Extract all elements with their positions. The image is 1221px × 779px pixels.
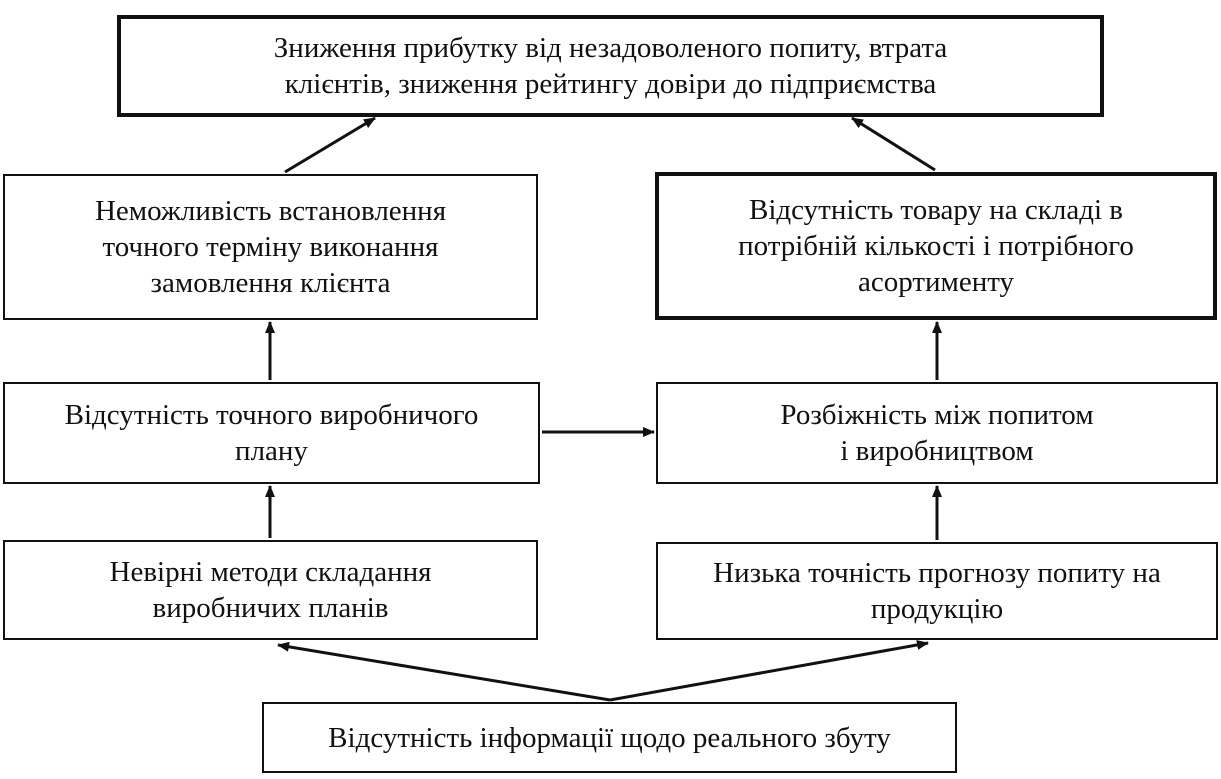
box-no-production-plan-text: Відсутність точного виробничого плану — [64, 399, 479, 467]
box-no-exact-term: Неможливість встановлення точного термін… — [3, 174, 538, 320]
arrow-no-stock-to-top — [851, 116, 936, 172]
box-no-sales-info: Відсутність інформації щодо реального зб… — [262, 702, 957, 773]
box-low-forecast-accuracy-text: Низька точність прогнозу попиту на проду… — [713, 557, 1161, 625]
box-demand-production-mismatch: Розбіжність між попитом і виробництвом — [656, 382, 1218, 484]
box-low-forecast-accuracy: Низька точність прогнозу попиту на проду… — [656, 542, 1218, 640]
arrow-no-info-to-wrong-methods — [277, 641, 611, 702]
box-no-sales-info-text: Відсутність інформації щодо реального зб… — [328, 721, 891, 754]
box-wrong-planning-methods-text: Невірні методи складання виробничих план… — [109, 556, 432, 624]
box-profit-decline-text: Зниження прибутку від незадоволеного поп… — [273, 32, 948, 100]
box-demand-production-mismatch-text: Розбіжність між попитом і виробництвом — [780, 399, 1094, 467]
box-no-stock: Відсутність товару на складі в потрібній… — [655, 172, 1217, 320]
box-wrong-planning-methods: Невірні методи складання виробничих план… — [3, 540, 538, 640]
box-no-production-plan: Відсутність точного виробничого плану — [3, 382, 540, 484]
box-no-stock-text: Відсутність товару на складі в потрібній… — [738, 194, 1134, 298]
arrow-no-info-to-low-forecast — [609, 640, 929, 702]
box-profit-decline: Зниження прибутку від незадоволеного поп… — [117, 15, 1104, 117]
arrow-no-term-to-top — [284, 116, 376, 174]
box-no-exact-term-text: Неможливість встановлення точного термін… — [94, 195, 447, 299]
